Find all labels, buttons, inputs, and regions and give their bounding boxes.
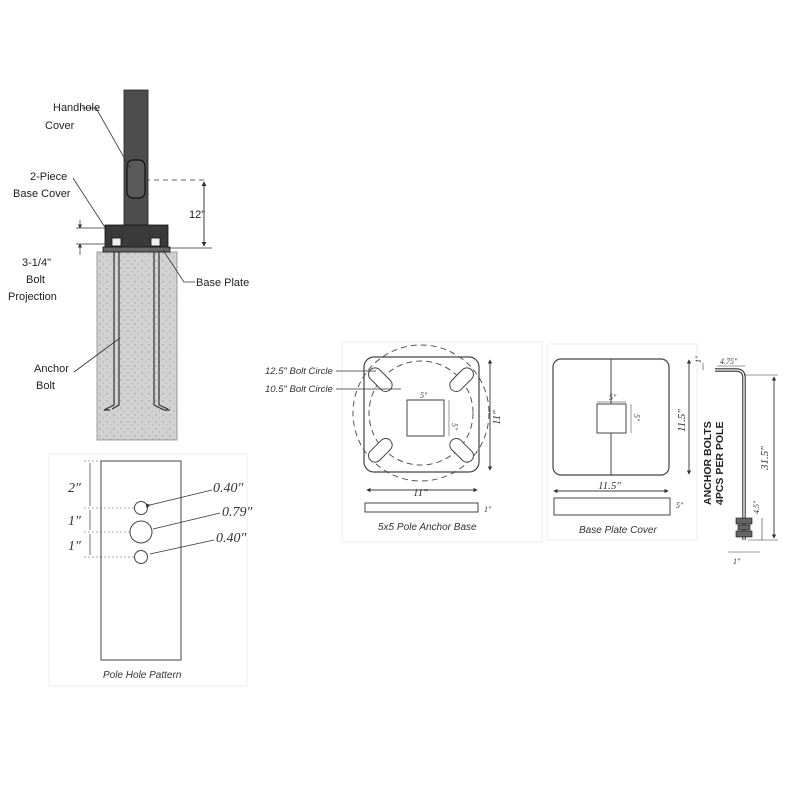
anchor-base-side [364,502,479,513]
bolt-projection-label-3: Projection [8,291,57,303]
cover-height-dim: 11.5″ [676,409,688,432]
base-plate-shape [102,246,171,253]
anchor-bolt-lines [103,252,170,411]
cover-center-width-dim: 5″ [609,393,617,402]
base-cover-caption: Base Plate Cover [579,525,657,536]
spacing-mid-dim: 1″ [68,514,81,529]
bolt-length-dim: 31.5″ [759,446,771,471]
spacing-top-dim: 2″ [68,481,81,496]
anchor-base-center [406,399,445,437]
hook-length-dim: 4.75″ [720,357,738,366]
anchor-base-drawing: 5″ 5″ 11″ 11″ 1″ 12.5″ Bolt Circle 10.5″… [265,341,543,543]
bolt-title-1: ANCHOR BOLTS [702,421,714,505]
center-height-dim: 5″ [450,423,459,431]
cover-side [553,497,671,516]
handhole-cover-shape [126,159,146,199]
cover-width-dim: 11.5″ [598,480,621,492]
base-height-dim: 11″ [491,410,503,425]
handhole-cover-label-2: Cover [45,120,75,132]
hole-bot-dim: 0.40″ [216,531,247,546]
concrete-foundation [96,251,178,441]
anchor-base-caption: 5x5 Pole Anchor Base [378,522,477,533]
bolt-projection-label: 3-1/4" [22,257,51,269]
hole-pattern-caption: Pole Hole Pattern [103,670,182,681]
bolt-slots [368,367,474,463]
handhole-cover-label: Handhole [53,102,100,114]
bolt-nuts [111,237,161,247]
anchor-bolt-label: Anchor [34,363,69,375]
pole-elevation: 12" Handhole Cover 2-Piece Base Cover 3-… [8,89,249,441]
base-cover-drawing: 5″ 5″ 11.5″ 11.5″ 5″ Base Plate Cover [546,343,698,541]
cover-center [596,403,627,434]
hole-bot [134,550,148,564]
bolt-circle-inner-label: 10.5″ Bolt Circle [265,384,333,395]
bolt-nut-stack [735,517,753,538]
bolt-projection-label-2: Bolt [26,274,45,286]
thread-length-dim: 4.5″ [752,500,761,514]
bolt-diameter-dim: 1″ [733,557,741,566]
cover-thickness-dim: 5″ [676,501,684,510]
bolt-circle-outer [352,344,490,482]
height-12-dim: 12" [189,209,205,221]
base-width-dim: 11″ [413,487,428,499]
center-width-dim: 5″ [420,391,428,400]
bolt-title-2: 4PCS PER POLE [714,422,726,505]
cover-center-height-dim: 5″ [632,414,641,422]
top-offset-dim: 1″ [694,355,703,363]
bolt-circle-inner [368,360,474,466]
base-thickness-dim: 1″ [484,505,492,514]
base-cover-label-2: Base Cover [13,188,71,200]
hole-top [134,501,148,515]
anchor-bolt-label-2: Bolt [36,380,55,392]
bolt-circle-outer-label: 12.5″ Bolt Circle [265,366,333,377]
pole-hole-pattern: 2″ 1″ 1″ 0.40″ 0.79″ 0.40″ Pole Hole Pat… [48,453,253,687]
hole-mid-dim: 0.79″ [222,505,253,520]
hole-mid [129,520,153,544]
base-plate-label: Base Plate [196,277,249,289]
base-cover-label: 2-Piece [30,171,67,183]
spacing-bot-dim: 1″ [68,539,81,554]
anchor-base-plate [363,356,480,473]
anchor-bolt-drawing: 4.75″ 1″ 31.5″ 4.5″ 1″ ANCHOR BOLTS 4PCS… [694,355,778,566]
hole-top-dim: 0.40″ [213,481,244,496]
